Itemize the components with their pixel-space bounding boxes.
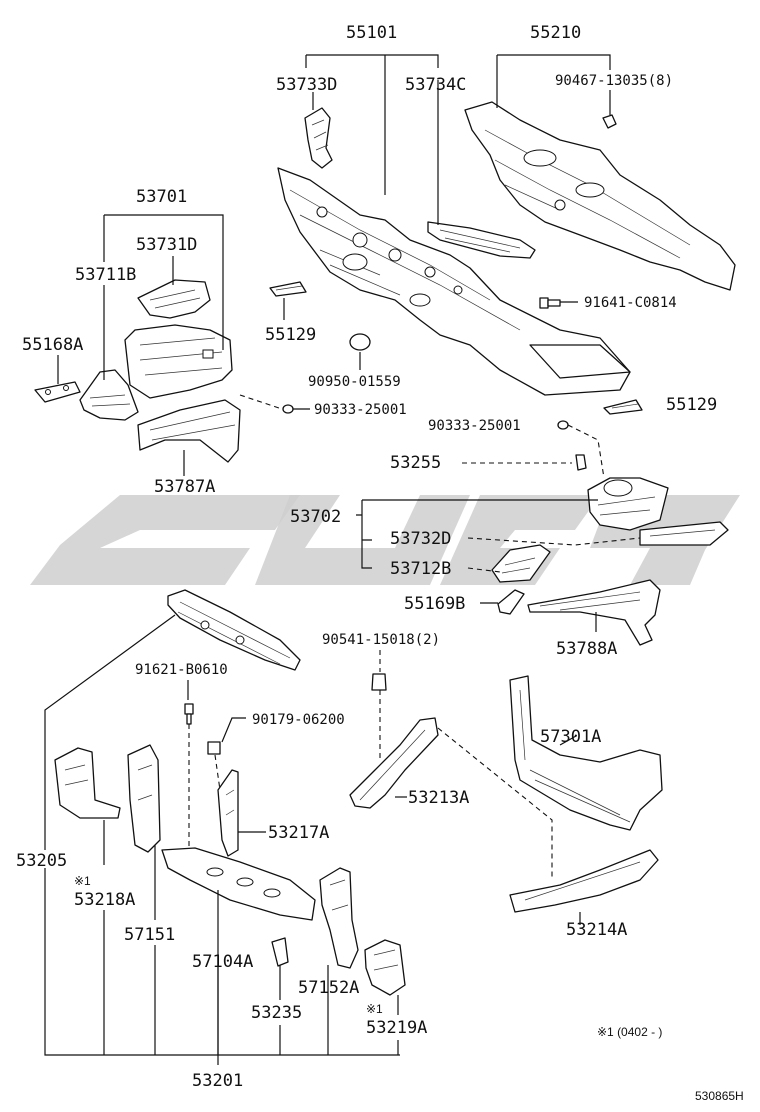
part-90333-clip-right (557, 420, 569, 430)
label-53787A: 53787A (154, 477, 215, 497)
part-53235 (271, 937, 289, 967)
part-53733D (304, 107, 333, 169)
part-57301A (509, 675, 663, 831)
label-53218A: 53218A (74, 890, 135, 910)
part-53734C (427, 221, 536, 259)
label-53788A: 53788A (556, 639, 617, 659)
label-53733D: 53733D (276, 75, 337, 95)
part-90179-nut (207, 741, 221, 755)
label-53734C: 53734C (405, 75, 466, 95)
label-91641-C0814: 91641-C0814 (584, 295, 677, 311)
part-53732D (639, 521, 729, 546)
part-53255 (575, 454, 587, 471)
leader-lines (44, 54, 641, 1065)
label-53219A: 53219A (366, 1018, 427, 1038)
part-53205 (54, 747, 121, 819)
label-53255: 53255 (390, 453, 441, 473)
label-90467-13035: 90467-13035(8) (555, 73, 673, 89)
label-53711B: 53711B (75, 265, 136, 285)
label-53217A: 53217A (268, 823, 329, 843)
label-57104A: 57104A (192, 952, 253, 972)
part-53218A (127, 744, 161, 853)
label-53712B: 53712B (390, 559, 451, 579)
part-55169B (497, 589, 525, 615)
part-53213A (349, 717, 439, 809)
label-55168A: 55168A (22, 335, 83, 355)
label-90333-25001-right: 90333-25001 (428, 418, 521, 434)
label-57152A: 57152A (298, 978, 359, 998)
part-53711B (79, 369, 139, 421)
label-90333-25001-left: 90333-25001 (314, 402, 407, 418)
part-53701-apron (124, 324, 233, 399)
label-57301A: 57301A (540, 727, 601, 747)
label-53218A-note: ※1 (74, 874, 91, 888)
label-53219A-note: ※1 (366, 1002, 383, 1016)
part-53712B (491, 544, 551, 583)
footnote: ※1 (0402 - ) (597, 1025, 662, 1039)
label-57151: 57151 (124, 925, 175, 945)
part-57104A (161, 847, 316, 921)
part-90541-bolt (371, 673, 387, 691)
part-53731D (137, 279, 211, 319)
part-radiator-support-upper (167, 589, 301, 671)
part-55168A (34, 381, 81, 403)
part-91641-bolt (539, 297, 561, 309)
label-53201: 53201 (192, 1071, 243, 1091)
label-55129-left: 55129 (265, 325, 316, 345)
label-90179-06200: 90179-06200 (252, 712, 345, 728)
part-90950-plug (349, 333, 371, 351)
part-55210-insulator (464, 101, 736, 291)
label-55129-right: 55129 (666, 395, 717, 415)
label-53213A: 53213A (408, 788, 469, 808)
label-90950-01559: 90950-01559 (308, 374, 401, 390)
part-53217A (217, 769, 239, 857)
part-53702-apron (587, 477, 669, 531)
label-53205: 53205 (16, 851, 67, 871)
label-53701: 53701 (136, 187, 187, 207)
label-53731D: 53731D (136, 235, 197, 255)
part-57152A (319, 867, 359, 969)
part-55101-dash-panel (277, 167, 631, 396)
label-53235: 53235 (251, 1003, 302, 1023)
label-53214A: 53214A (566, 920, 627, 940)
part-53214A (509, 849, 659, 913)
part-53787A (137, 399, 241, 463)
part-53219A (364, 939, 406, 996)
label-55101: 55101 (346, 23, 397, 43)
label-53702: 53702 (290, 507, 341, 527)
part-53788A (527, 579, 661, 646)
callout-labels: 55101 55210 53733D 53734C 90467-13035(8)… (16, 23, 744, 1103)
part-90333-clip-left (282, 404, 294, 414)
label-53732D: 53732D (390, 529, 451, 549)
part-55129-right (603, 399, 643, 415)
label-55210: 55210 (530, 23, 581, 43)
label-55169B: 55169B (404, 594, 465, 614)
label-91621-B0610: 91621-B0610 (135, 662, 228, 678)
part-91621-bolt (184, 703, 194, 725)
part-55129-left (269, 281, 307, 297)
label-90541-15018: 90541-15018(2) (322, 632, 440, 648)
diagram-reference: 530865H (695, 1089, 744, 1103)
